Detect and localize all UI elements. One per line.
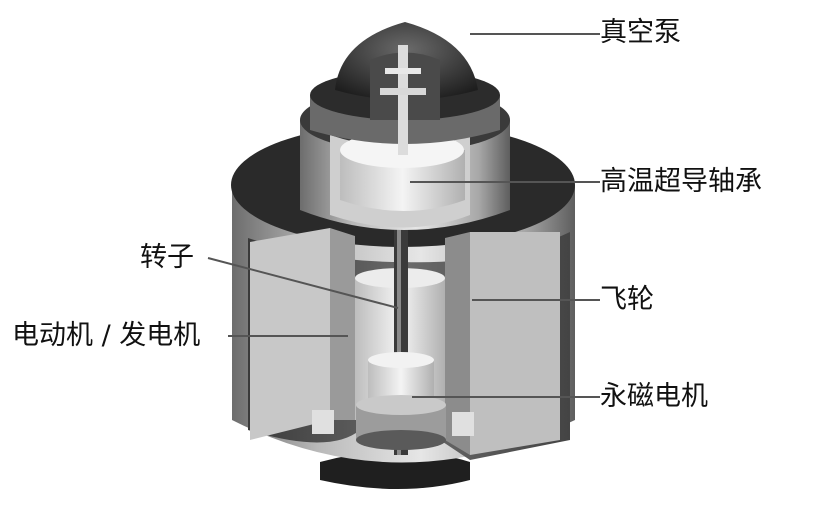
leader-rotor xyxy=(207,257,399,309)
label-hts-bearing: 高温超导轴承 xyxy=(600,166,762,197)
pm-motor-ring xyxy=(356,405,446,440)
pm-motor-body xyxy=(368,360,434,400)
pump-spindle xyxy=(398,45,408,155)
pm-motor-ring-bottom xyxy=(356,430,446,450)
foot-right xyxy=(452,412,474,436)
label-vacuum-pump: 真空泵 xyxy=(600,17,681,48)
housing-wall-left xyxy=(250,228,330,440)
label-rotor: 转子 xyxy=(140,242,194,273)
pump-blade-2 xyxy=(380,88,426,95)
pm-motor-top xyxy=(368,352,434,368)
foot-left xyxy=(312,410,334,434)
pm-motor-ring-top xyxy=(356,395,446,415)
pump-blade-1 xyxy=(385,68,421,74)
housing-wall-right xyxy=(470,232,560,455)
label-flywheel: 飞轮 xyxy=(600,284,654,315)
label-pm-motor: 永磁电机 xyxy=(600,381,708,412)
rotor-shaft-highlight xyxy=(397,205,401,455)
label-motor-generator: 电动机 / 发电机 xyxy=(12,320,201,351)
housing-wall-right-inner xyxy=(445,232,470,455)
housing-wall-left-inner xyxy=(330,228,355,420)
